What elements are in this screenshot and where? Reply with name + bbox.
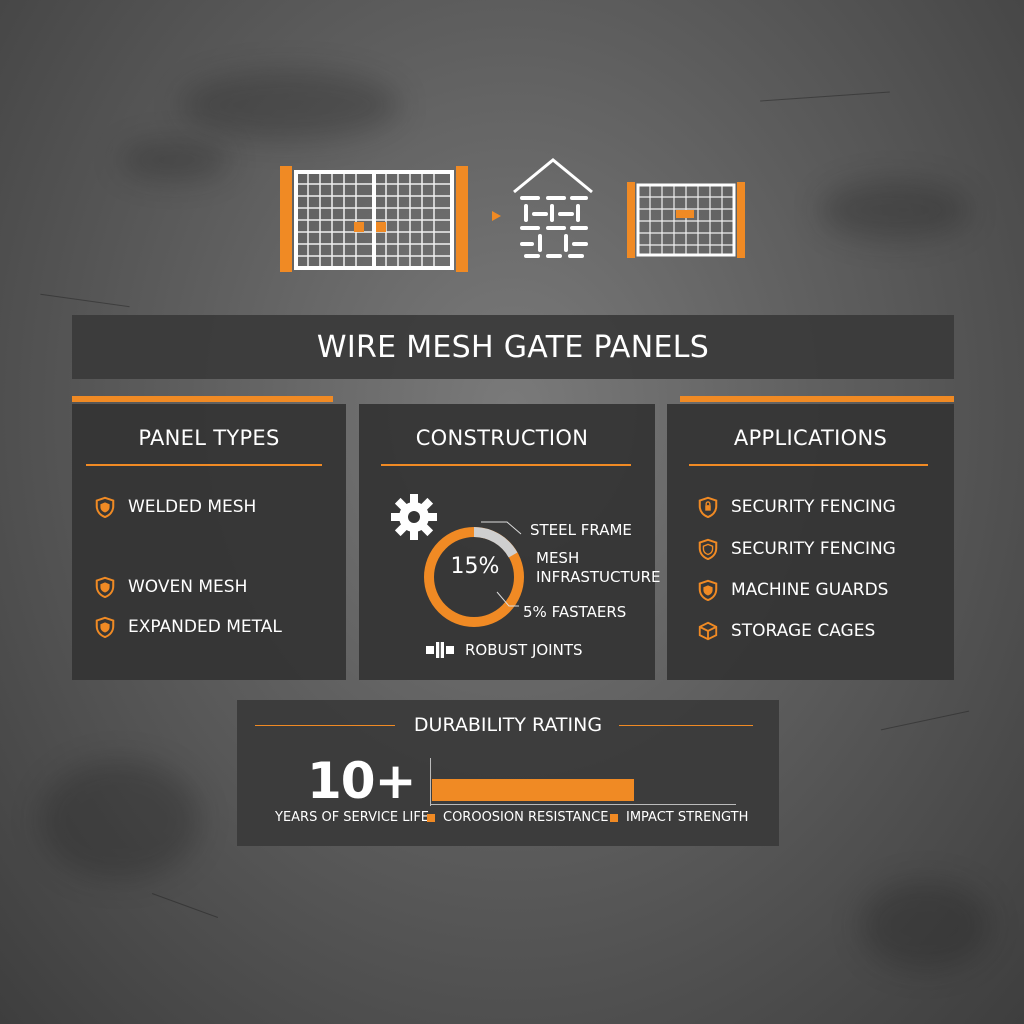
construction-title: CONSTRUCTION [415, 426, 589, 450]
legend-swatch [427, 813, 435, 822]
applications-divider [689, 464, 928, 466]
durability-title: DURABILITY RATING [413, 714, 603, 736]
applications-card: APPLICATIONS SECURITY FENCING SECURITY F… [667, 404, 954, 680]
bar-axis-x [430, 804, 736, 805]
durability-rule-left [255, 725, 395, 726]
legend-swatch [610, 813, 618, 822]
arrow-right-icon [492, 211, 501, 221]
construction-ring-chart [424, 527, 524, 627]
service-life-value: 10+ [307, 752, 416, 810]
panel-types-divider [86, 464, 322, 466]
accent-bar-right [680, 396, 954, 402]
panel-type-label: EXPANDED METAL [128, 617, 282, 637]
callout-steel-frame: STEEL FRAME [530, 521, 632, 539]
application-label: MACHINE GUARDS [731, 580, 889, 600]
callout-mesh: MESH [536, 549, 580, 567]
box-icon [698, 621, 718, 641]
single-gate-icon [627, 182, 745, 258]
legend-label: IMPACT STRENGTH [626, 810, 749, 825]
bar-axis-y [430, 758, 431, 806]
panel-types-title: PANEL TYPES [138, 426, 280, 450]
list-item: SECURITY FENCING [697, 496, 896, 518]
hero-icon-row [0, 150, 1024, 280]
woven-mesh-icon [513, 158, 593, 258]
application-label: SECURITY FENCING [731, 539, 896, 559]
application-label: SECURITY FENCING [731, 497, 896, 517]
list-item: STORAGE CAGES [697, 620, 875, 642]
robust-joints-label: ROBUST JOINTS [465, 641, 583, 659]
construction-divider [381, 464, 631, 466]
shield-icon [95, 576, 115, 598]
ring-value: 15% [450, 554, 500, 579]
panel-type-label: WELDED MESH [128, 497, 257, 517]
shield-icon [95, 616, 115, 638]
legend-label: COROOSION RESISTANCE [443, 810, 609, 825]
callout-fasteners: 5% FASTAERS [523, 603, 627, 621]
gear-icon [391, 494, 437, 540]
application-label: STORAGE CAGES [731, 621, 876, 641]
accent-bar-left [72, 396, 333, 402]
list-item: SECURITY FENCING [697, 538, 896, 560]
robust-joints: ROBUST JOINTS [425, 640, 583, 660]
bolt-joint-icon [426, 642, 454, 658]
legend-item-corrosion: COROOSION RESISTANCE [427, 810, 608, 825]
page-title: WIRE MESH GATE PANELS [316, 329, 710, 365]
shield-icon [698, 538, 718, 560]
lock-shield-icon [698, 496, 718, 518]
shield-icon [698, 579, 718, 601]
panel-type-label: WOVEN MESH [128, 577, 248, 597]
durability-bar [432, 779, 634, 801]
construction-card: CONSTRUCTION 15% STEEL FRAME MESH INFRAS… [359, 404, 661, 680]
callout-lines [481, 521, 522, 607]
legend-item-impact: IMPACT STRENGTH [610, 810, 748, 825]
service-life-caption: YEARS OF SERVICE LIFE [275, 810, 430, 825]
durability-rule-right [619, 725, 753, 726]
list-item: WELDED MESH [94, 496, 256, 518]
double-gate-icon [280, 166, 468, 272]
shield-icon [95, 496, 115, 518]
applications-title: APPLICATIONS [733, 426, 888, 450]
durability-panel: DURABILITY RATING 10+ YEARS OF SERVICE L… [237, 700, 779, 846]
title-banner: WIRE MESH GATE PANELS [72, 315, 954, 379]
callout-mesh-infrastructure: INFRASTUCTURE [536, 568, 661, 586]
list-item: WOVEN MESH [94, 576, 247, 598]
panel-types-card: PANEL TYPES WELDED MESH WOVEN MESH EXPAN… [72, 404, 346, 680]
list-item: MACHINE GUARDS [697, 579, 888, 601]
list-item: EXPANDED METAL [94, 616, 282, 638]
